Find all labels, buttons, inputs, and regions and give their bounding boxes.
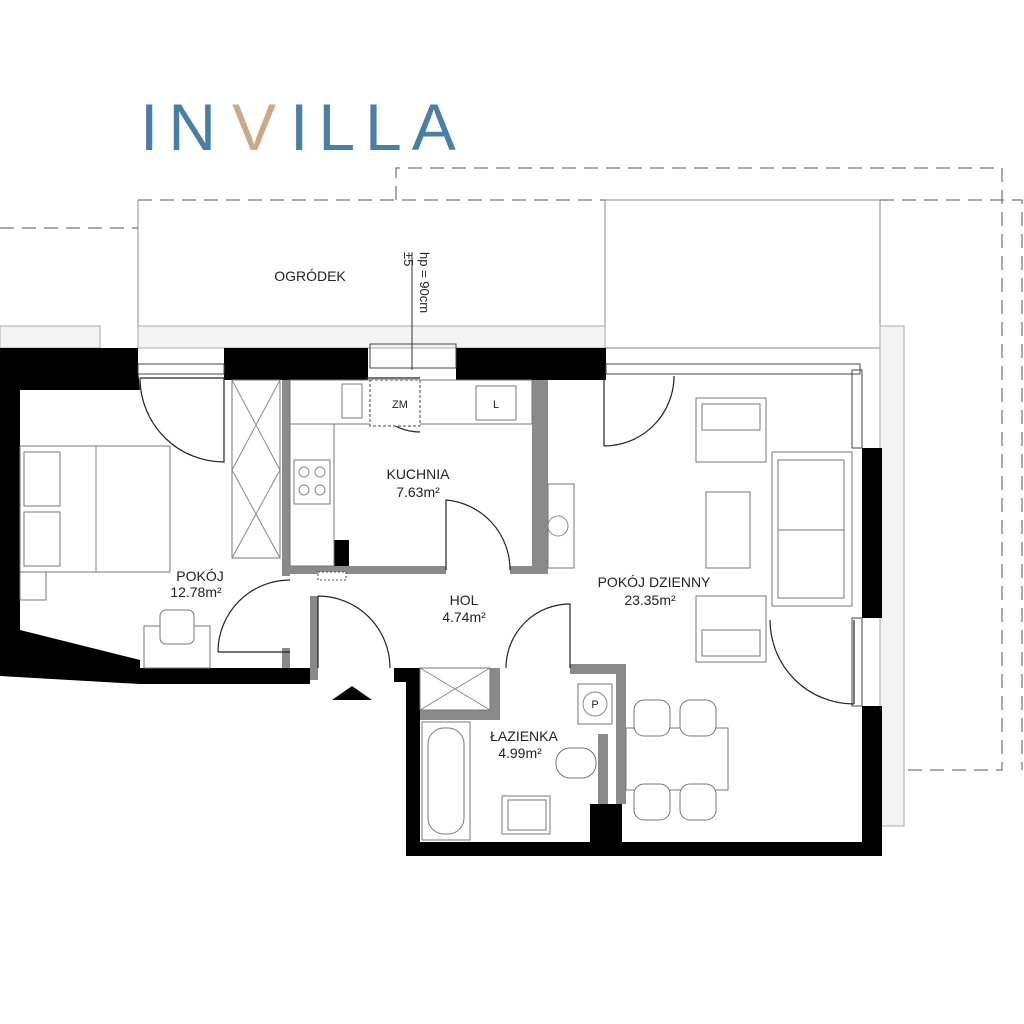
logo-text-v: V xyxy=(232,90,286,164)
kitchen-furniture xyxy=(289,379,575,581)
pump-label: P xyxy=(591,699,598,711)
invilla-logo: IN V ILLA xyxy=(140,90,466,164)
sill-annotation: hp = 90cm ±5 xyxy=(401,252,432,313)
hall-name: HOL xyxy=(450,592,479,608)
sill-tolerance-label: ±5 xyxy=(401,252,416,266)
interior-walls xyxy=(282,380,626,804)
kitchen-area: 7.63m² xyxy=(396,484,440,500)
logo-text-left: IN xyxy=(140,90,226,164)
garden-label: OGRÓDEK xyxy=(274,268,346,284)
bedroom-furniture xyxy=(19,379,281,669)
garden-area xyxy=(137,199,881,349)
pavement xyxy=(0,325,905,827)
fridge-label: L xyxy=(493,399,499,411)
windows xyxy=(137,343,863,707)
bedroom-name: POKÓJ xyxy=(176,568,223,584)
boiler-label: ZM xyxy=(392,399,408,411)
living-furniture xyxy=(625,397,853,821)
doors xyxy=(139,375,855,705)
logo-text-right: ILLA xyxy=(290,90,466,164)
living-name: POKÓJ DZIENNY xyxy=(598,574,711,590)
hall-area: 4.74m² xyxy=(442,609,486,625)
bathroom-area: 4.99m² xyxy=(498,745,542,761)
bedroom-area: 12.78m² xyxy=(170,584,222,600)
sill-height-label: hp = 90cm xyxy=(417,252,432,313)
bathroom-fixtures xyxy=(419,667,613,841)
bathroom-name: ŁAZIENKA xyxy=(490,728,558,744)
living-area: 23.35m² xyxy=(624,592,676,608)
garden-outline xyxy=(0,167,1023,771)
kitchen-name: KUCHNIA xyxy=(386,466,450,482)
entrance-arrow-icon xyxy=(332,686,372,700)
